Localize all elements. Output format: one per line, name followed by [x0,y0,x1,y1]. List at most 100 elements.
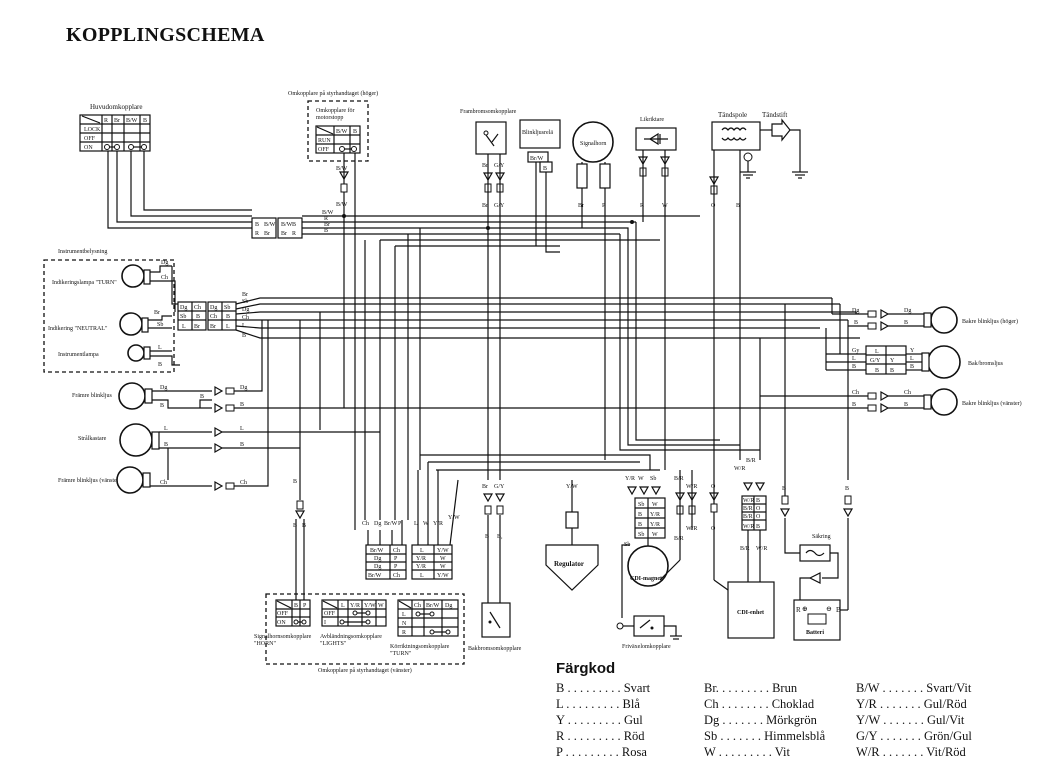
legend-dots: . . . . . . . [879,681,927,695]
legend-dots: . . . . . . . . [718,697,772,711]
legend-item: Br. . . . . . . . . Brun [704,681,856,696]
svg-text:Y/R: Y/R [625,476,635,482]
svg-text:Br/W: Br/W [384,521,398,527]
legend-code: R [556,729,565,743]
svg-text:Ch: Ch [194,305,201,311]
color-code-legend: Färgkod B . . . . . . . . . Svart Br. . .… [556,660,1016,760]
legend-color-name: Blå [622,697,640,711]
svg-text:Sb: Sb [224,305,230,311]
svg-text:Y: Y [890,358,895,364]
tail-brake-light: Bak/bromsljus [921,345,1004,379]
handlebar-left-label: Omkopplare på styrhandtaget (vänster) [318,667,412,674]
legend-color-name: Svart [623,681,651,695]
legend-color-name: Himmelsblå [764,729,826,743]
svg-text:B: B [904,402,908,408]
legend-item: P . . . . . . . . . Rosa [556,745,704,760]
lights-switch: L Y/R Y/W W OFF I Avbländningsomkopplare… [320,599,387,647]
main-h-b: B [143,118,147,124]
front-brake-label: Frambromsomkopplare [460,109,517,115]
svg-text:Br/W: Br/W [368,573,382,579]
svg-text:W: W [423,521,429,527]
stop-h-b: B [353,129,357,135]
svg-text:Ch: Ch [161,275,168,281]
instrument-panel: Instrumentbelysning Indikeringslampa "TU… [43,249,175,373]
svg-text:B: B [196,314,200,320]
svg-text:L: L [420,548,424,554]
svg-text:Sb: Sb [157,322,163,328]
svg-text:Y/W: Y/W [437,573,449,579]
legend-item: L . . . . . . . . . Blå [556,697,704,712]
svg-text:Br: Br [194,324,200,330]
svg-text:W/R: W/R [743,498,754,504]
svg-text:R: R [324,216,328,222]
svg-text:W/R: W/R [743,524,754,530]
svg-text:L: L [852,356,856,362]
svg-text:B/R: B/R [743,506,753,512]
rear-brake-label: Bakbromsomkopplare [468,646,522,652]
svg-text:Sb: Sb [180,314,186,320]
svg-text:B: B [910,364,914,370]
legend-item: Y/R . . . . . . . Gul/Röd [856,697,1016,712]
svg-text:Ch: Ch [240,480,247,486]
legend-code: Y/R [856,697,877,711]
svg-text:B: B [324,228,328,234]
svg-text:W: W [638,476,644,482]
svg-text:B: B [242,333,246,339]
svg-text:O: O [711,484,716,490]
svg-text:Br: Br [482,484,488,490]
legend-code: B [556,681,565,695]
svg-text:L: L [240,426,244,432]
svg-text:L: L [182,324,186,330]
svg-text:Dg: Dg [374,521,381,527]
svg-text:B: B [638,522,642,528]
legend-color-name: Mörkgrön [766,713,817,727]
legend-dots: . . . . . . . [876,697,924,711]
svg-text:Sb: Sb [242,299,248,305]
svg-text:P: P [398,521,402,527]
legend-code: P [556,745,563,759]
svg-text:B: B [200,394,204,400]
horn-h-p: P [303,603,307,609]
stop-h-bw: B/W [336,129,348,135]
svg-text:Y/W: Y/W [448,515,460,521]
svg-text:Br: Br [154,310,160,316]
legend-code: Br. [704,681,719,695]
svg-text:W: W [652,532,658,538]
svg-text:B/R: B/R [743,514,753,520]
svg-text:B: B [890,368,894,374]
svg-text:B: B [852,402,856,408]
cdi-unit-label: CDI-enhet [737,610,764,616]
svg-text:B: B [293,479,297,485]
lights-switch-label: Avbländningsomkopplare"LIGHTS" [320,634,382,647]
svg-text:Dg: Dg [210,305,217,311]
rectifier-label: Likriktare [640,117,664,123]
horn: Signalhorn [572,121,614,189]
regulator: Regulator [545,544,599,591]
svg-text:R: R [255,231,259,237]
legend-color-name: Svart/Vit [926,681,972,695]
svg-text:L: L [242,323,246,329]
svg-text:Br: Br [210,324,216,330]
legend-code: L [556,697,564,711]
instrument-light-label: Instrumentbelysning [58,249,107,255]
svg-text:L: L [226,324,230,330]
svg-text:O: O [756,514,761,520]
legend-dots: . . . . . . . . . [563,697,623,711]
svg-text:B: B [293,523,297,529]
legend-color-name: Röd [623,729,645,743]
horn-h-b: B [294,603,298,609]
legend-code: W [704,745,716,759]
svg-text:Ch: Ch [393,548,400,554]
svg-text:R: R [796,606,801,614]
legend-dots: . . . . . . . . . [564,713,624,727]
svg-text:Sb: Sb [638,502,644,508]
legend-item: Dg . . . . . . . Mörkgrön [704,713,856,728]
svg-text:B/W: B/W [322,210,334,216]
fuse-label: Säkring [812,534,831,540]
svg-text:Dg: Dg [852,308,859,314]
legend-title: Färgkod [556,660,616,677]
legend-dots: . . . . . . . [877,729,924,743]
legend-item: Ch . . . . . . . . Choklad [704,697,856,712]
